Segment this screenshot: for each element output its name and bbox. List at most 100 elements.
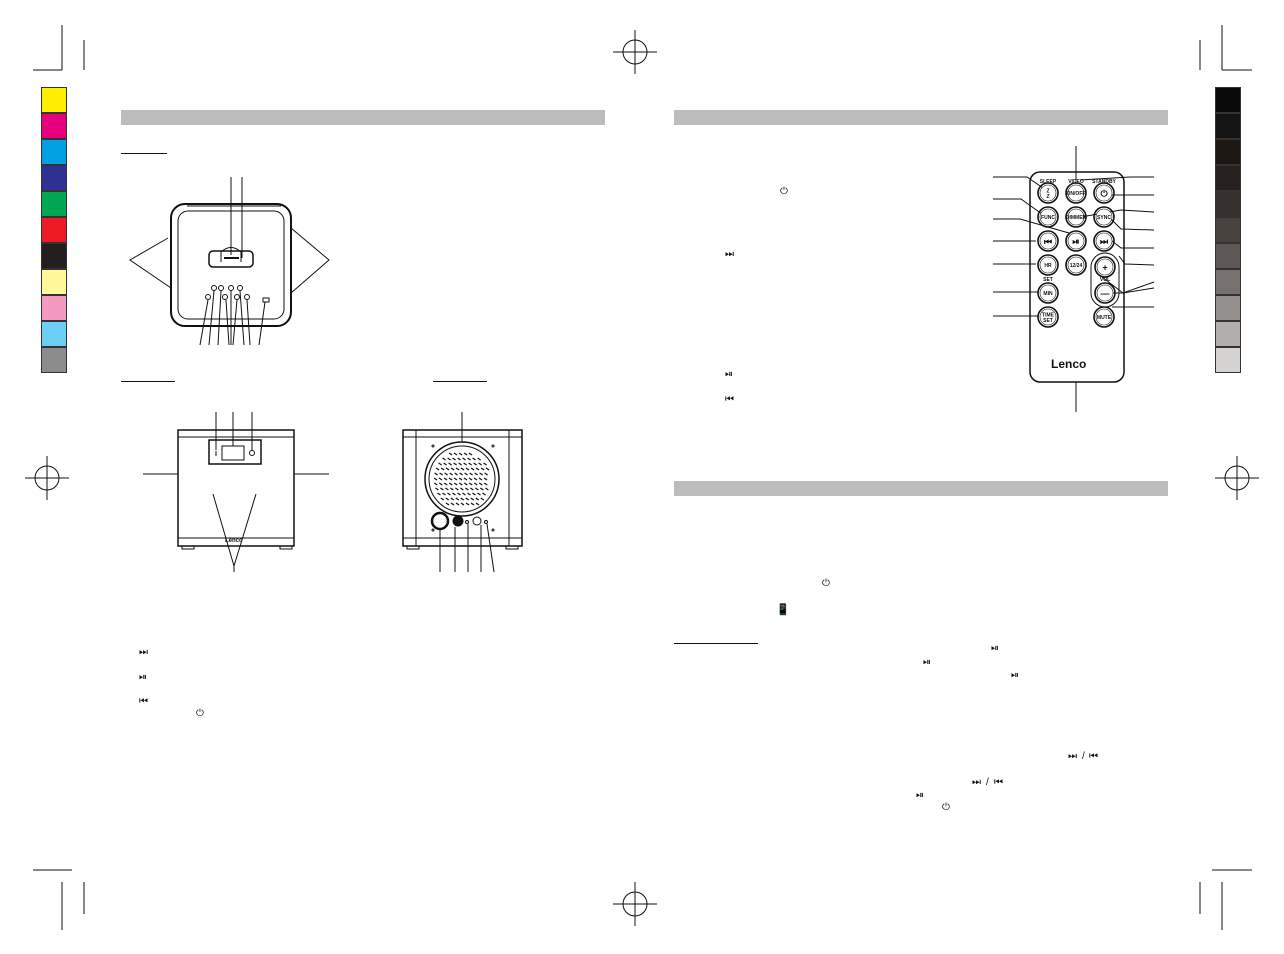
speaker-grille-slot xyxy=(442,457,446,461)
speaker-grille-slot xyxy=(440,497,445,501)
play-pause-icon: ⏯ xyxy=(1011,670,1019,681)
speaker-grille-slot xyxy=(473,462,477,466)
volume-up-button[interactable]: + xyxy=(1094,256,1116,278)
gray-swatch xyxy=(1215,165,1241,191)
power-icon: ⏻ xyxy=(822,578,830,589)
speaker-grille-slot xyxy=(445,502,450,506)
speaker-grille-slot xyxy=(458,452,463,456)
speaker-grille-slot xyxy=(485,467,490,471)
speaker-grille-slot xyxy=(460,467,465,471)
power-icon: ⏻ xyxy=(196,708,204,719)
prev-button[interactable]: ⏮ xyxy=(1037,230,1059,252)
play-pause-icon: ⏯ xyxy=(923,657,931,668)
speaker-grille-slot xyxy=(453,477,458,481)
speaker-grille-slot xyxy=(480,497,485,501)
speaker-grille-slot xyxy=(452,457,456,461)
minute-button[interactable]: MIN xyxy=(1037,282,1059,304)
power-icon: ⏻ xyxy=(942,802,950,813)
gray-swatch xyxy=(1215,243,1241,269)
speaker-grille-slot xyxy=(433,482,438,486)
remote-button-label: DIMMER xyxy=(1066,215,1087,221)
speaker-grille-slot xyxy=(473,477,478,481)
prev-icon: ⏮ xyxy=(994,777,1003,788)
speaker-grille-slot xyxy=(459,472,463,476)
next-button[interactable]: ⏭ xyxy=(1093,230,1115,252)
speaker-grille-slot xyxy=(465,467,470,471)
standby-button[interactable]: ⏻ xyxy=(1093,182,1115,204)
sleep-button[interactable]: ZZ xyxy=(1037,182,1059,204)
speaker-grille-slot xyxy=(434,472,438,476)
gray-swatch xyxy=(1215,217,1241,243)
play-pause-button[interactable]: ⏯ xyxy=(1065,230,1087,252)
speaker-grille-slot xyxy=(445,497,450,501)
volume-down-button[interactable]: — xyxy=(1094,282,1116,304)
speaker-grille-slot xyxy=(457,492,461,496)
speaker-grille-slot xyxy=(443,462,447,466)
speaker-grille-slot xyxy=(483,462,487,466)
speaker-grille-slot xyxy=(469,472,473,476)
play-pause-icon: ⏯ xyxy=(991,643,999,654)
speaker-grille-slot xyxy=(449,472,453,476)
mute-button[interactable]: MUTE xyxy=(1093,306,1115,328)
speaker-grille-slot xyxy=(455,467,460,471)
set-label: SET xyxy=(1043,277,1053,283)
speaker-grille-slot xyxy=(460,487,464,491)
speaker-grille-slot xyxy=(475,502,480,506)
speaker-grille-slot xyxy=(477,492,481,496)
play-pause-icon: ⏯ xyxy=(139,672,147,683)
color-swatch xyxy=(41,347,67,373)
gray-swatch xyxy=(1215,321,1241,347)
color-swatch xyxy=(41,321,67,347)
video-label: VIDEO xyxy=(1068,179,1084,185)
separator-slash: / xyxy=(1082,751,1085,762)
color-swatch xyxy=(41,113,67,139)
speaker-grille-slot xyxy=(479,472,483,476)
dimmer-button[interactable]: DIMMER xyxy=(1065,206,1087,228)
remote-button-label: ⏻ xyxy=(1100,189,1108,199)
color-swatch xyxy=(41,217,67,243)
color-swatch xyxy=(41,191,67,217)
speaker-grille-slot xyxy=(438,462,442,466)
play-pause-icon: ⏯ xyxy=(916,790,924,801)
12-24-button[interactable]: 12/24 xyxy=(1065,254,1087,276)
speaker-grille-slot xyxy=(458,462,462,466)
speaker-grille-slot xyxy=(443,477,448,481)
heading-underline-front-view xyxy=(121,381,175,382)
func-button[interactable]: FUNC xyxy=(1037,206,1059,228)
gray-swatch xyxy=(1215,113,1241,139)
registration-mark-top xyxy=(613,30,657,74)
speaker-grille-slot xyxy=(470,467,475,471)
remote-button-label: ON/OFF xyxy=(1067,191,1086,197)
next-icon: ⏭ xyxy=(972,777,981,788)
remote-button-label: FUNC xyxy=(1041,215,1055,221)
speaker-grille-slot xyxy=(475,467,480,471)
phone-icon: 📱 xyxy=(776,604,790,616)
video-on-off-button[interactable]: ON/OFF xyxy=(1065,182,1087,204)
speaker-grille-slot xyxy=(462,457,466,461)
speaker-grille-slot xyxy=(463,462,467,466)
speaker-grille-slot xyxy=(445,467,450,471)
speaker-grille-slot xyxy=(435,467,440,471)
color-swatch xyxy=(41,139,67,165)
speaker-grille-slot xyxy=(447,457,451,461)
section-bar-left-top xyxy=(121,110,605,125)
speaker-grille-slot xyxy=(477,457,481,461)
remote-button-label: — xyxy=(1101,289,1110,299)
section-bar-right-top xyxy=(674,110,1168,125)
sync-button[interactable]: SYNC xyxy=(1093,206,1115,228)
speaker-grille-slot xyxy=(468,452,473,456)
speaker-grille-slot xyxy=(462,492,466,496)
next-icon: ⏭ xyxy=(725,249,734,260)
speaker-grille-slot xyxy=(453,482,458,486)
speaker-grille-slot xyxy=(448,477,453,481)
remote-button-label: HR xyxy=(1044,263,1052,269)
remote-button-label: ⏭ xyxy=(1100,237,1109,247)
grayscale-swatch-bar-right xyxy=(1215,87,1243,373)
hour-button[interactable]: HR xyxy=(1037,254,1059,276)
speaker-grille-slot xyxy=(468,482,473,486)
speaker-grille-slot xyxy=(447,492,451,496)
